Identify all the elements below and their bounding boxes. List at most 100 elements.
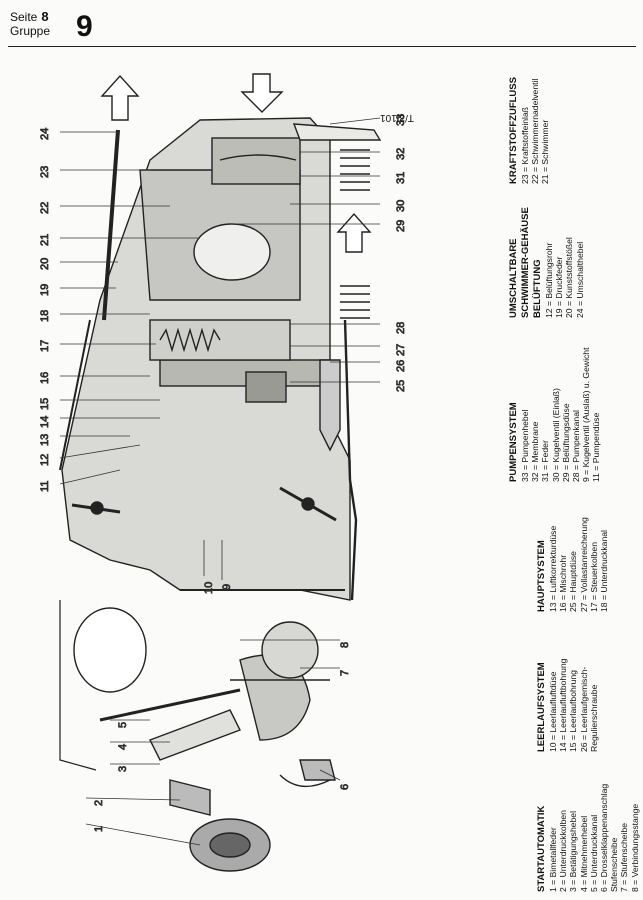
- legend-startautomatik: STARTAUTOMATIK 1 = Bimetallfeder 2 = Unt…: [536, 742, 640, 892]
- pump-housing: [211, 137, 301, 185]
- legend-kraftstoff: KRAFTSTOFFZUFLUSS 23 = Kraftstoffeinlaß …: [508, 44, 551, 184]
- legend-item: 13 = Luftkorrekturdüse: [548, 525, 558, 612]
- legend-item: 24 = Umschalthebel: [574, 241, 585, 318]
- callout-16: 16: [39, 372, 51, 384]
- callout-25: 25: [395, 380, 407, 392]
- callout-28: 28: [395, 322, 407, 334]
- callout-6: 6: [339, 784, 351, 790]
- legend-item: 21 = Schwimmer: [540, 119, 551, 184]
- legend-item: 5 = Unterdruckkanal: [588, 814, 599, 892]
- legend-item: 20 = Kunststoffstößel: [564, 237, 575, 318]
- legend-title: UMSCHALTBARE: [508, 238, 519, 318]
- legend-item: Stufenscheibe: [609, 837, 620, 892]
- legend-leerlauf: LEERLAUFSYSTEM 10 = Leerlaufluftdüse 14 …: [536, 612, 599, 752]
- callout-24: 24: [39, 128, 51, 140]
- legend-item: Regulierschraube: [588, 684, 599, 752]
- legend-item: 27 = Vollastanreicherung: [578, 517, 589, 612]
- callout-32: 32: [395, 148, 407, 160]
- callout-2: 2: [93, 800, 105, 806]
- legend-item: 16 = Mischrohr: [558, 554, 569, 612]
- legend-item: 9 = Kugelventil (Auslaß) u. Gewicht: [581, 347, 592, 482]
- gruppe-label: Gruppe: [10, 24, 51, 38]
- callout-5: 5: [117, 722, 129, 728]
- legend-item: 17 = Steuerkolben: [588, 542, 599, 612]
- choke-butterfly: [73, 607, 147, 693]
- callout-21: 21: [39, 234, 51, 246]
- callout-27: 27: [395, 344, 407, 356]
- legend-item: 28 = Pumpenkanal: [571, 410, 582, 482]
- legend-title: SCHWIMMER-GEHÄUSE: [520, 207, 531, 318]
- gruppe-number: 9: [76, 10, 93, 43]
- callout-9: 9: [221, 584, 233, 590]
- legend-item: 25 = Hauptdüse: [568, 551, 579, 612]
- legend-item: 3 = Betätigungshebel: [568, 811, 579, 892]
- legend-pumpen: PUMPENSYSTEM 33 = Pumpenhebel 32 = Membr…: [508, 302, 602, 482]
- legend-item: 22 = Schwimmernadelventil: [530, 78, 541, 184]
- legend-item: 26 = Leerlaufgemisch-: [578, 666, 589, 752]
- legend-title: KRAFTSTOFFZUFLUSS: [508, 77, 519, 184]
- callout-26: 26: [395, 360, 407, 372]
- callout-19: 19: [39, 284, 51, 296]
- legend-item: 15 = Leerlaufbohrung: [568, 670, 579, 752]
- pump-lever: [292, 123, 382, 141]
- legend-item: 1 = Bimetallfeder: [548, 827, 558, 892]
- idle-mixture-screw: [319, 359, 341, 452]
- callout-23: 23: [39, 166, 51, 178]
- arrow-up-right: [336, 212, 372, 253]
- callout-1: 1: [93, 826, 105, 832]
- legend-title: LEERLAUFSYSTEM: [536, 662, 547, 752]
- legend-item: 30 = Kugelventil (Einlaß): [550, 388, 561, 482]
- throttle-stop: [299, 759, 336, 781]
- fast-idle-cam: [261, 621, 319, 679]
- linkage-rod: [343, 319, 358, 601]
- legend-item: 2 = Unterdruckkolben: [558, 810, 569, 892]
- callout-20: 20: [39, 258, 51, 270]
- legend-item: 32 = Membrane: [530, 421, 541, 482]
- legend-item: 33 = Pumpenhebel: [520, 409, 530, 482]
- legend-title: HAUPTSYSTEM: [536, 540, 547, 612]
- legend-item: 23 = Kraftstoffeinlaß: [520, 107, 530, 184]
- callout-3: 3: [117, 766, 129, 772]
- vacuum-piston: [169, 779, 211, 816]
- float: [193, 223, 271, 281]
- callout-31: 31: [395, 172, 407, 184]
- callout-4: 4: [117, 744, 129, 750]
- legend-item: 18 = Unterdruckkanal: [599, 530, 610, 612]
- legend-item: 8 = Verbindungsstange: [629, 803, 640, 892]
- callout-17: 17: [39, 340, 51, 352]
- legend-item: 14 = Leerlaufluftbohrung: [558, 658, 569, 752]
- callout-8: 8: [339, 642, 351, 648]
- seite-number: 8: [41, 9, 49, 24]
- callout-13: 13: [39, 434, 51, 446]
- legend-title: STARTAUTOMATIK: [536, 805, 547, 892]
- legend-item: 12 = Belüftungsrohr: [544, 242, 554, 318]
- legend-item: 7 = Stufenscheibe: [619, 822, 630, 892]
- seite-label: Seite: [10, 10, 38, 24]
- vacuum-line: [59, 600, 97, 771]
- callout-15: 15: [39, 398, 51, 410]
- arrow-up-left: [100, 74, 140, 121]
- legend-schwimmer: UMSCHALTBARE SCHWIMMER-GEHÄUSE BELÜFTUNG…: [508, 188, 585, 318]
- spring-right-upper: [340, 149, 370, 191]
- legend-item: 11 = Pumpendüse: [591, 412, 602, 482]
- legend-title: PUMPENSYSTEM: [508, 402, 519, 482]
- callout-18: 18: [39, 310, 51, 322]
- legend-item: 29 = Belüftungsdüse: [560, 403, 571, 482]
- legend-item: 31 = Feder: [540, 440, 551, 482]
- callout-29: 29: [395, 220, 407, 232]
- callout-12: 12: [39, 454, 51, 466]
- legend-item: 6 = Drosselklappenanschlag: [599, 783, 610, 892]
- callout-14: 14: [39, 416, 51, 428]
- pump-diaphragm: [219, 154, 297, 161]
- callout-10: 10: [203, 582, 215, 594]
- callout-7: 7: [339, 670, 351, 676]
- callout-11: 11: [39, 481, 51, 492]
- legend-item: 19 = Druckfeder: [554, 256, 565, 318]
- spring-left: [159, 327, 221, 353]
- callout-22: 22: [39, 202, 51, 214]
- figure-id: T/3/101: [380, 112, 414, 123]
- callout-33: 33: [395, 114, 407, 126]
- legend-item: 4 = Mitnehmerhebel: [578, 815, 589, 892]
